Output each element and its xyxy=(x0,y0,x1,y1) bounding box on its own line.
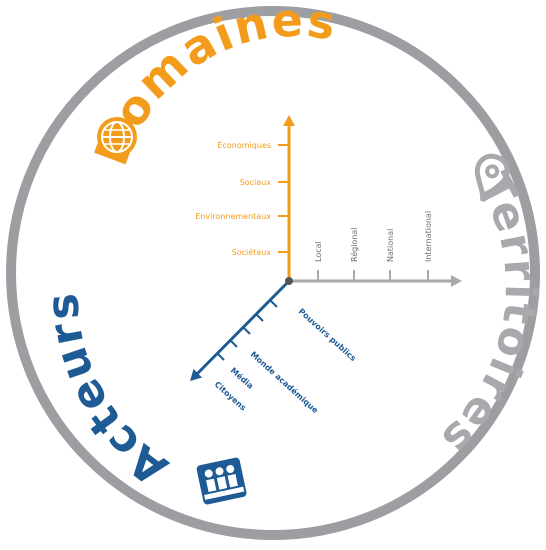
domaines-tick-label: Environnementaux xyxy=(195,212,271,221)
acteurs-tick xyxy=(242,326,251,335)
acteurs-tick xyxy=(229,339,238,348)
domaines-tick-label: Sociaux xyxy=(240,178,272,187)
territoires-tick-label: National xyxy=(386,229,395,262)
territoires-tick-label: Régional xyxy=(349,227,359,262)
acteurs-tick xyxy=(255,313,264,322)
territoires-axis-arrow xyxy=(451,275,462,287)
territoires-tick-label: Local xyxy=(314,241,323,262)
acteurs-tick xyxy=(269,299,278,308)
map-pin-icon xyxy=(474,153,510,203)
outer-ring xyxy=(6,6,540,540)
acteurs-tick xyxy=(216,352,225,361)
acteurs-axis-arrow xyxy=(190,368,203,381)
territoires-tick-label: International xyxy=(424,211,433,262)
globe-icon xyxy=(97,117,137,157)
domaines-axis-arrow xyxy=(283,115,295,126)
acteurs-axis-line xyxy=(193,279,291,378)
people-icon xyxy=(196,457,247,505)
domaines-tick-label: Sociétaux xyxy=(232,247,272,257)
domaines-tick-label: Économiques xyxy=(217,139,271,150)
axes-origin xyxy=(285,277,293,285)
